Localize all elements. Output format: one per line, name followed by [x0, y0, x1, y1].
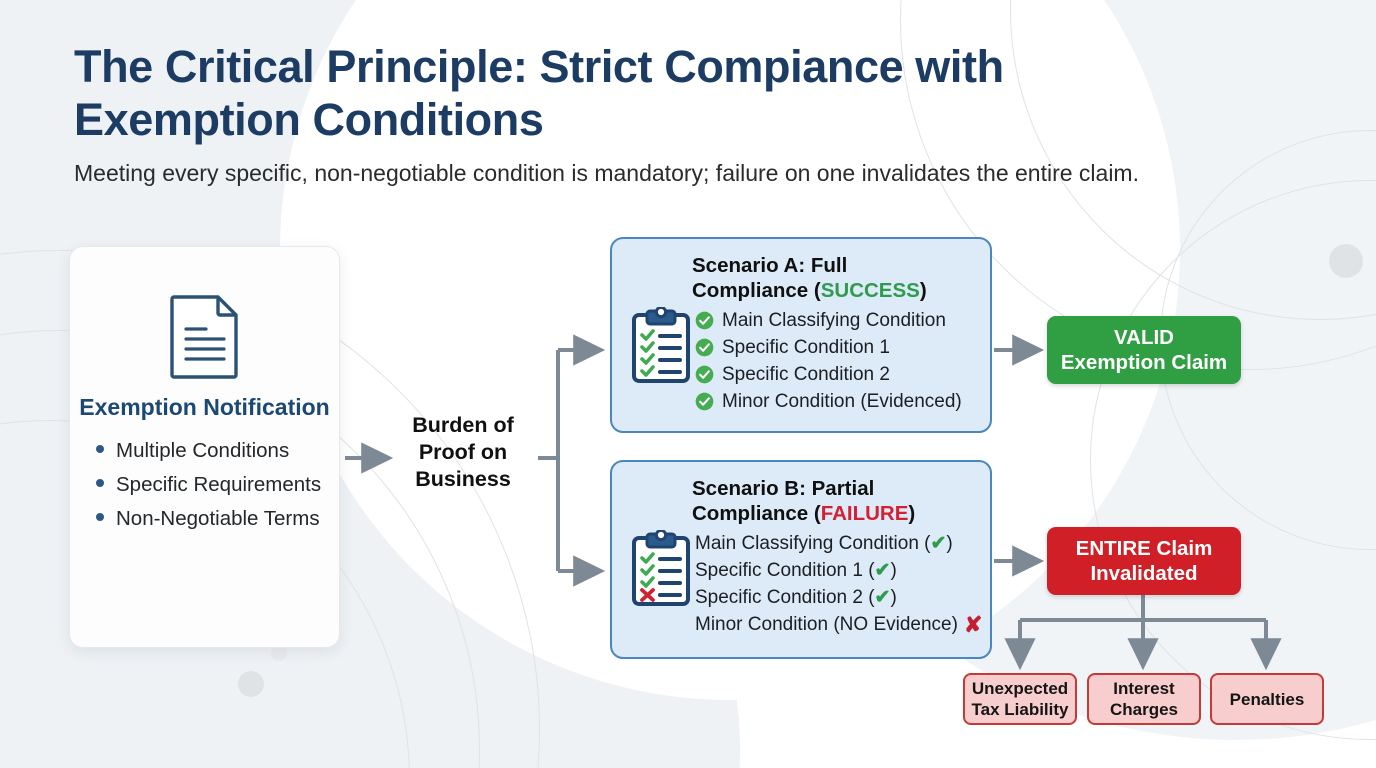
check-circle-icon [695, 338, 714, 357]
condition-label: Specific Condition 2 [722, 364, 890, 385]
list-item: Specific Condition 2 (✔) [695, 584, 995, 611]
card-bullet-list: Multiple Conditions Specific Requirement… [70, 437, 339, 539]
list-item: Main Classifying Condition [695, 307, 995, 334]
scenario-a-condition-list: Main Classifying Condition Specific Cond… [695, 307, 995, 415]
check-mark-icon: ✔ [874, 560, 891, 581]
consequence-penalties[interactable]: Penalties [1210, 673, 1324, 725]
list-item: Specific Condition 1 [695, 334, 995, 361]
list-item: Minor Condition (NO Evidence)✘ [695, 611, 995, 638]
scenario-a-title: Scenario A: Full Compliance (SUCCESS) [692, 253, 984, 303]
exemption-notification-card[interactable]: Exemption Notification Multiple Conditio… [69, 246, 340, 648]
cross-mark-icon: ✘ [963, 612, 983, 637]
result-invalid-line1: ENTIRE Claim [1075, 537, 1213, 560]
scenario-b-title-line1: Scenario B: Partial [692, 477, 875, 500]
condition-label: Specific Condition 1 [722, 337, 890, 358]
page-subtitle: Meeting every specific, non-negotiable c… [74, 160, 1139, 186]
bullet-dot-icon [96, 479, 104, 487]
result-invalid-claim[interactable]: ENTIRE Claim Invalidated [1047, 527, 1241, 595]
success-tag: SUCCESS [820, 279, 920, 302]
header: The Critical Principle: Strict Compiance… [74, 40, 1254, 187]
check-mark-icon: ✔ [930, 533, 947, 554]
consequence-line2: Charges [1109, 700, 1179, 719]
bullet-dot-icon [96, 445, 104, 453]
clipboard-mixed-icon [632, 530, 690, 606]
condition-label: Main Classifying Condition [722, 310, 946, 331]
failure-tag: FAILURE [820, 502, 909, 525]
list-item: Main Classifying Condition (✔) [695, 530, 995, 557]
condition-label: Minor Condition (Evidenced) [722, 391, 962, 412]
page-title: The Critical Principle: Strict Compiance… [74, 41, 1004, 145]
bullet-label: Specific Requirements [116, 473, 322, 496]
check-mark-icon: ✔ [874, 587, 891, 608]
consequence-line1: Unexpected [971, 679, 1069, 698]
condition-label: Specific Condition 1 ( [695, 560, 875, 581]
result-valid-line1: VALID [1114, 326, 1174, 349]
scenario-b-title: Scenario B: Partial Compliance (FAILURE) [692, 476, 984, 526]
consequence-line1: Interest [1113, 679, 1175, 698]
scenario-b-title-prefix: Compliance ( [692, 502, 821, 525]
result-valid-line2: Exemption Claim [1060, 351, 1228, 374]
scenario-b-title-suffix: ) [908, 502, 916, 525]
list-item: Specific Condition 2 [695, 361, 995, 388]
consequence-line1: Penalties [1229, 689, 1305, 709]
list-item: Non-Negotiable Terms [96, 505, 339, 532]
bullet-dot-icon [96, 513, 104, 521]
consequence-unexpected-tax-liability[interactable]: Unexpected Tax Liability [963, 673, 1077, 725]
scenario-b-condition-list: Main Classifying Condition (✔) Specific … [695, 530, 995, 638]
list-item: Minor Condition (Evidenced) [695, 388, 995, 415]
consequence-interest-charges[interactable]: Interest Charges [1087, 673, 1201, 725]
condition-suffix: ) [946, 533, 953, 554]
list-item: Multiple Conditions [96, 437, 339, 464]
document-icon [169, 295, 238, 379]
consequence-line2: Tax Liability [971, 700, 1069, 719]
check-circle-icon [695, 311, 714, 330]
check-circle-icon [695, 392, 714, 411]
condition-suffix: ) [890, 560, 897, 581]
result-invalid-line2: Invalidated [1090, 562, 1198, 585]
scenario-a-title-line1: Scenario A: Full [692, 254, 848, 277]
scenario-a-title-suffix: ) [919, 279, 927, 302]
condition-label: Main Classifying Condition ( [695, 533, 931, 554]
condition-label: Minor Condition (NO Evidence) [695, 614, 958, 635]
list-item: Specific Requirements [96, 471, 339, 498]
clipboard-all-checks-icon [632, 307, 690, 383]
result-valid-claim[interactable]: VALID Exemption Claim [1047, 316, 1241, 384]
list-item: Specific Condition 1 (✔) [695, 557, 995, 584]
condition-suffix: ) [890, 587, 897, 608]
bullet-label: Multiple Conditions [116, 439, 290, 462]
check-circle-icon [695, 365, 714, 384]
burden-of-proof-label: Burden of Proof on Business [412, 413, 514, 491]
condition-label: Specific Condition 2 ( [695, 587, 875, 608]
card-title: Exemption Notification [79, 394, 330, 420]
bullet-label: Non-Negotiable Terms [116, 507, 320, 530]
scenario-a-title-prefix: Compliance ( [692, 279, 821, 302]
scenario-a-box[interactable]: Scenario A: Full Compliance (SUCCESS) [610, 237, 992, 433]
scenario-b-box[interactable]: Scenario B: Partial Compliance (FAILURE) [610, 460, 992, 659]
